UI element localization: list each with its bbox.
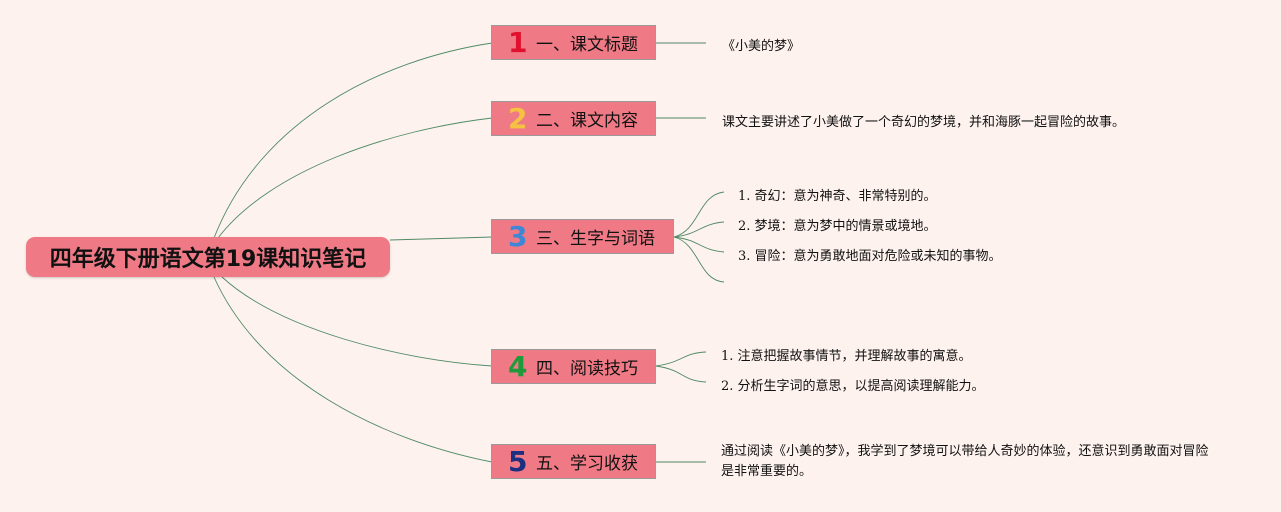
- leaf-3-2[interactable]: 2. 梦境：意为梦中的情景或境地。: [738, 219, 937, 234]
- connector-branch-3-leaf-2: [673, 221, 725, 238]
- connector-branch-3-leaf-1: [673, 191, 725, 238]
- branch-topic-2[interactable]: 2 二、课文内容: [491, 101, 656, 136]
- branch-topic-1[interactable]: 1 一、课文标题: [491, 25, 656, 60]
- branch-number-4: 4: [508, 349, 528, 383]
- connector-root-branch-2: [217, 117, 493, 239]
- connector-branch-4-leaf-1: [655, 351, 707, 367]
- branch-topic-4[interactable]: 4 四、阅读技巧: [491, 349, 656, 384]
- leaf-5-1[interactable]: 通过阅读《小美的梦》，我学到了梦境可以带给人奇妙的体验，还意识到勇敢面对冒险是非…: [721, 444, 1209, 479]
- branch-topic-5[interactable]: 5 五、学习收获: [491, 444, 656, 479]
- connector-branch-3-leaf-4: [673, 236, 725, 283]
- branch-label-4: 四、阅读技巧: [536, 359, 638, 379]
- branch-label-3: 三、生字与词语: [536, 229, 655, 249]
- leaf-3-3[interactable]: 3. 冒险：意为勇敢地面对危险或未知的事物。: [738, 249, 1002, 264]
- branch-number-2: 2: [508, 101, 528, 135]
- connector-branch-3-leaf-3: [673, 236, 725, 253]
- leaf-4-2[interactable]: 2. 分析生字词的意思，以提高阅读理解能力。: [721, 379, 985, 394]
- root-topic[interactable]: 四年级下册语文第19课知识笔记: [26, 237, 390, 277]
- leaf-2-1[interactable]: 课文主要讲述了小美做了一个奇幻的梦境，并和海豚一起冒险的故事。: [722, 115, 1126, 130]
- branch-label-2: 二、课文内容: [536, 111, 638, 131]
- leaf-4-1[interactable]: 1. 注意把握故事情节，并理解故事的寓意。: [721, 349, 972, 364]
- branch-label-5: 五、学习收获: [536, 454, 638, 474]
- connector-root-branch-1: [213, 42, 493, 239]
- connector-root-branch-5: [213, 276, 493, 463]
- branch-topic-3[interactable]: 3 三、生字与词语: [491, 219, 674, 254]
- connector-branch-4-leaf-2: [655, 365, 707, 383]
- branch-number-3: 3: [508, 219, 528, 253]
- connector-root-branch-3: [389, 236, 493, 241]
- root-title: 四年级下册语文第19课知识笔记: [49, 247, 367, 272]
- connector-root-branch-4: [221, 276, 493, 367]
- branch-label-1: 一、课文标题: [536, 35, 638, 55]
- branch-number-5: 5: [508, 444, 528, 478]
- leaf-1-1[interactable]: 《小美的梦》: [722, 39, 801, 54]
- branch-number-1: 1: [508, 25, 528, 59]
- leaf-3-1[interactable]: 1. 奇幻：意为神奇、非常特别的。: [738, 189, 937, 204]
